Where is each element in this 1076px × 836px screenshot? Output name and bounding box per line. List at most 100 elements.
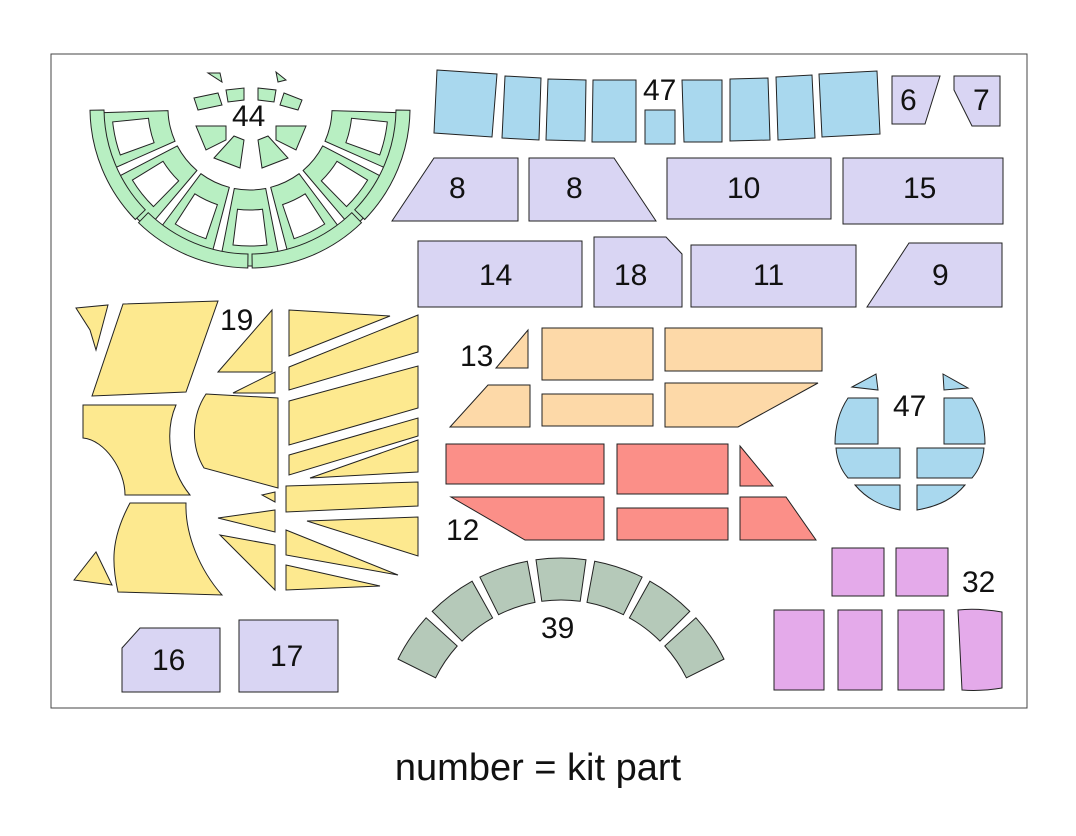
part-39-arch-segment <box>479 560 536 616</box>
part-44-inner-wedge <box>225 87 245 103</box>
part-32-panel <box>957 608 1003 691</box>
part-47-strip-label: 47 <box>643 74 676 107</box>
part-44-fan-segments <box>89 109 411 269</box>
part-10 <box>666 157 832 220</box>
part-19-panel <box>218 534 276 592</box>
part-47-round-label: 47 <box>893 390 926 423</box>
part-32-panel <box>837 609 883 691</box>
part-44-inner-wedge <box>275 125 307 151</box>
part-44-inner-wedge <box>193 92 223 111</box>
part-39-arch-segment <box>628 580 691 642</box>
part-39-group: 39 <box>397 557 725 679</box>
part-13-panel <box>664 382 819 428</box>
part-19-panel <box>75 304 109 352</box>
part-19-panel <box>260 491 276 503</box>
part-13-panel <box>664 327 823 372</box>
part-12-panel <box>616 507 729 541</box>
part-14-label: 14 <box>479 259 512 292</box>
part-39-arch-segments <box>397 557 725 679</box>
part-6-label: 6 <box>900 84 917 117</box>
part-44-outer-band <box>251 211 363 269</box>
part-47-round-panel <box>943 397 986 445</box>
part-44-cell-window <box>345 117 388 156</box>
part-47-strip-group: 47 <box>433 69 881 145</box>
part-13-panel <box>448 384 531 428</box>
part-19-panel <box>309 439 419 479</box>
part-47-round-group: 47 <box>834 373 986 511</box>
part-47-strip-panel <box>501 75 542 141</box>
part-44-inner-wedge <box>275 70 288 83</box>
part-44-cell-window <box>174 193 219 240</box>
part-19-panel <box>73 551 113 586</box>
part-47-round-panel <box>834 397 879 445</box>
part-6 <box>891 75 941 125</box>
part-39-arch-segment <box>535 557 587 602</box>
part-7-label: 7 <box>973 84 990 117</box>
part-44-inner-wedge <box>257 135 289 169</box>
part-39-arch-segment <box>664 617 725 679</box>
part-8-right-label: 8 <box>566 172 583 205</box>
part-32-group: 32 <box>773 547 1003 691</box>
part-39-label: 39 <box>541 612 574 645</box>
part-19-panel <box>232 371 276 394</box>
part-19-panel <box>217 509 276 533</box>
part-19-panel <box>285 564 381 591</box>
part-15 <box>842 157 1004 225</box>
part-44-group: 44 <box>89 70 411 269</box>
part-44-inner-wedge <box>279 92 303 111</box>
part-47-round-panel <box>835 447 901 479</box>
part-47-strip-panel <box>775 74 816 141</box>
part-19-group: 19 <box>73 300 419 596</box>
part-44-cell-window <box>131 160 180 208</box>
part-19-panel <box>82 404 192 496</box>
part-44-inner-wedge <box>257 87 277 103</box>
part-12-panel <box>449 496 605 541</box>
part-19-panel <box>306 516 419 557</box>
part-47-strip-panel <box>591 79 637 143</box>
part-44-outer-band <box>353 109 411 221</box>
part-17 <box>238 619 339 693</box>
part-47-round-panel <box>916 447 985 479</box>
part-12-group: 12 <box>445 443 817 547</box>
part-47-strip-panel <box>644 109 676 145</box>
part-19-panel <box>91 300 219 397</box>
part-39-arch-segment <box>586 560 643 616</box>
part-19-panel <box>288 417 419 476</box>
part-44-outer-band <box>89 109 147 221</box>
part-8-left <box>391 157 519 222</box>
part-32-label: 32 <box>962 566 995 599</box>
part-16-label: 16 <box>152 644 185 677</box>
part-18 <box>593 236 683 308</box>
part-39-arch-segment <box>397 617 458 679</box>
part-12-panel <box>445 443 605 485</box>
part-32-panel <box>897 609 945 691</box>
part-44-cell-window <box>232 208 268 247</box>
part-10-label: 10 <box>727 172 760 205</box>
part-19-panel <box>288 365 419 446</box>
part-7 <box>953 75 1001 127</box>
part-9 <box>866 242 1003 308</box>
part-44-cell-window <box>112 117 155 156</box>
part-44-outer-band <box>137 211 249 269</box>
part-44-label: 44 <box>232 100 265 133</box>
part-44-cell-window <box>281 193 326 240</box>
part-47-round-panel <box>850 373 879 391</box>
part-16 <box>121 627 221 693</box>
part-44-cell-window <box>320 160 369 208</box>
part-19-panel <box>194 393 279 489</box>
part-19-panel <box>285 529 399 576</box>
part-47-strip-panel <box>545 78 587 142</box>
part-47-round-panel <box>916 484 967 511</box>
part-47-round-panel <box>853 484 901 511</box>
part-15-label: 15 <box>903 172 936 205</box>
part-19-label: 19 <box>220 304 253 337</box>
part-13-panel <box>541 393 654 427</box>
part-19-panel <box>216 308 273 373</box>
part-13-group: 13 <box>448 327 823 428</box>
part-13-label: 13 <box>460 340 493 373</box>
part-32-panel <box>831 547 885 597</box>
part-12-panel <box>739 444 775 487</box>
part-47-strip-panel <box>681 79 723 143</box>
part-11-label: 11 <box>753 259 784 292</box>
